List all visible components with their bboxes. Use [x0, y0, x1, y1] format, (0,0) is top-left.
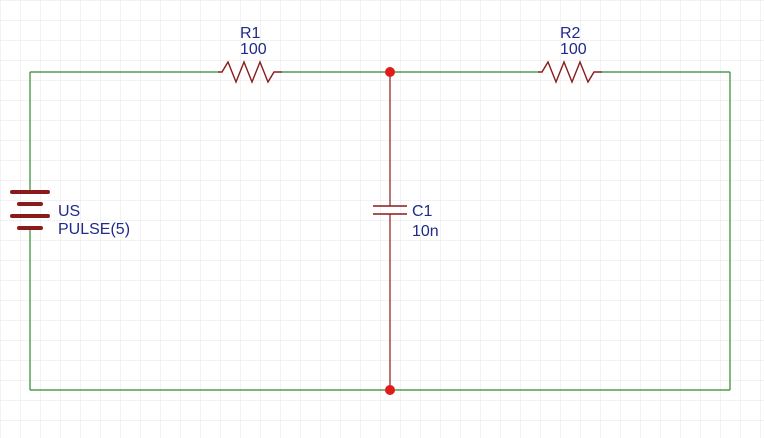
r1-ref-label: R1 — [240, 25, 261, 42]
r2-ref-label: R2 — [560, 25, 581, 42]
resistor-r2[interactable] — [538, 60, 602, 84]
resistor-r1[interactable] — [218, 60, 282, 84]
us-ref-label: US — [58, 203, 80, 220]
c1-ref-label: C1 — [412, 203, 433, 220]
us-value-label: PULSE(5) — [58, 221, 130, 238]
junction-dot-top[interactable] — [385, 67, 395, 77]
r2-value-label: 100 — [560, 41, 587, 58]
r1-value-label: 100 — [240, 41, 267, 58]
junctions — [385, 67, 395, 395]
c1-value-label: 10n — [412, 223, 439, 240]
wires — [29, 71, 731, 391]
voltage-source-us[interactable] — [10, 190, 50, 230]
junction-dot-bottom[interactable] — [385, 385, 395, 395]
resistor-r2-symbol — [538, 60, 602, 84]
capacitor-c1[interactable] — [373, 205, 407, 215]
resistor-r1-symbol — [218, 60, 282, 84]
